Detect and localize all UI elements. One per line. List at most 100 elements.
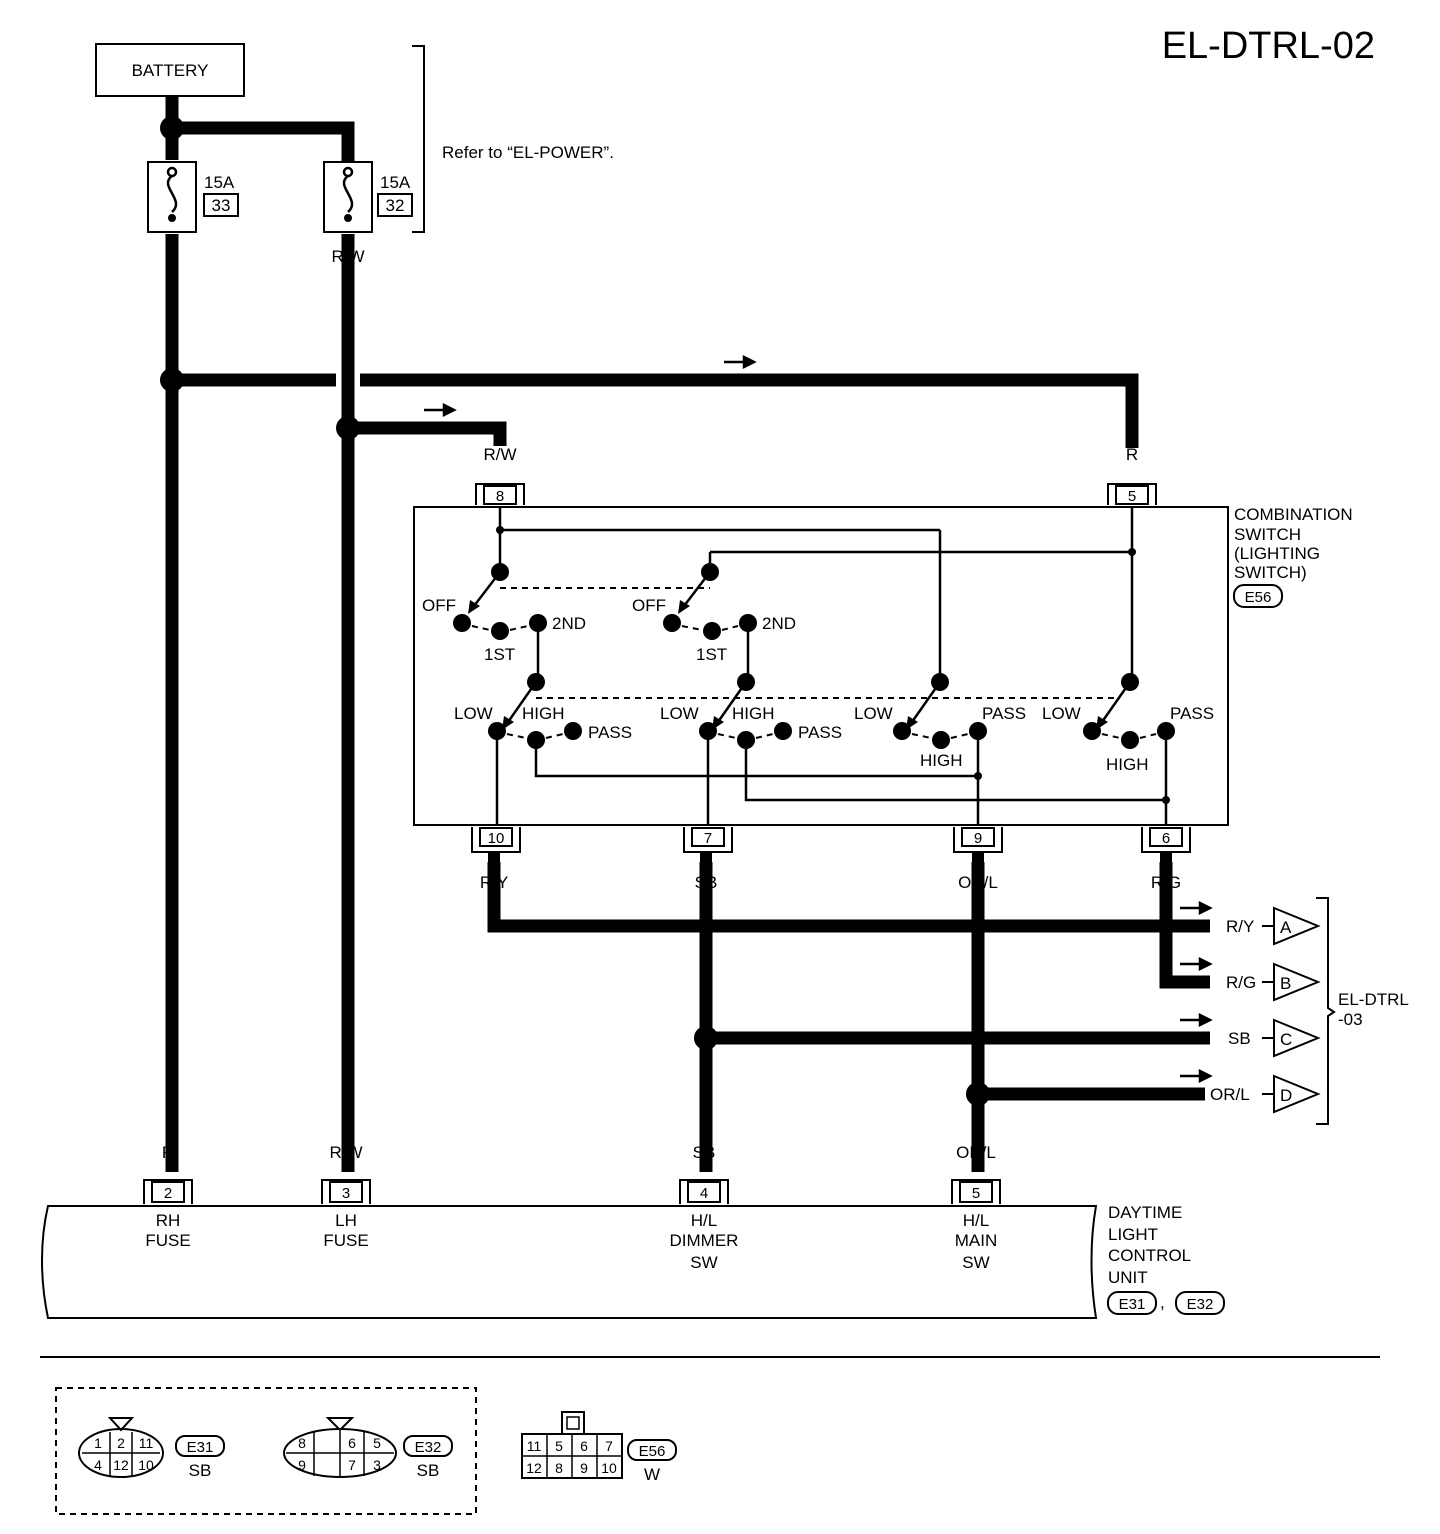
svg-text:8: 8 — [555, 1460, 563, 1476]
connector-view-e32-labels: 8 6 5 9 7 3 E32 SB — [298, 1435, 453, 1480]
svg-text:C: C — [1280, 1030, 1292, 1049]
svg-text:OR/L: OR/L — [1210, 1085, 1250, 1104]
svg-text:COMBINATION: COMBINATION — [1234, 505, 1353, 524]
svg-text:DIMMER: DIMMER — [670, 1231, 739, 1250]
svg-text:SB: SB — [695, 873, 718, 892]
svg-text:D: D — [1280, 1086, 1292, 1105]
term-5: R 5 — [1107, 445, 1157, 505]
svg-text:R/W: R/W — [329, 1143, 362, 1162]
term-6: 6 R/G — [1141, 827, 1191, 892]
svg-text:SWITCH): SWITCH) — [1234, 563, 1307, 582]
fuse-32-wire: R/W — [331, 247, 364, 266]
svg-text:6: 6 — [580, 1438, 588, 1454]
connector-view-e31-labels: 1 2 11 4 12 10 E31 SB — [94, 1435, 225, 1480]
svg-text:LOW: LOW — [660, 704, 699, 723]
svg-text:SWITCH: SWITCH — [1234, 525, 1301, 544]
svg-text:SW: SW — [962, 1253, 989, 1272]
svg-text:9: 9 — [580, 1460, 588, 1476]
svg-text:E31: E31 — [187, 1439, 214, 1456]
svg-text:SB: SB — [189, 1461, 212, 1480]
svg-text:OFF: OFF — [632, 596, 666, 615]
outputs-ref-1: EL-DTRL — [1338, 990, 1409, 1009]
unit-term-2: R 2 RH FUSE — [143, 1143, 193, 1250]
svg-text:3: 3 — [342, 1185, 350, 1202]
svg-text:OFF: OFF — [422, 596, 456, 615]
svg-text:7: 7 — [704, 830, 712, 847]
svg-text:H/L: H/L — [963, 1211, 989, 1230]
svg-text:5: 5 — [555, 1438, 563, 1454]
svg-text:2ND: 2ND — [762, 614, 796, 633]
output-A: R/Y A — [1226, 906, 1321, 946]
svg-text:10: 10 — [601, 1460, 617, 1476]
svg-text:8: 8 — [496, 488, 504, 505]
svg-text:LOW: LOW — [854, 704, 893, 723]
svg-text:FUSE: FUSE — [323, 1231, 368, 1250]
svg-text:4: 4 — [700, 1185, 708, 1202]
svg-text:R/G: R/G — [1226, 973, 1256, 992]
connector-views-frame — [55, 1387, 477, 1515]
svg-text:LOW: LOW — [454, 704, 493, 723]
connector-view-e32 — [283, 1417, 397, 1478]
fuse-32-num: 32 — [386, 196, 405, 215]
switch-position-labels: OFF 1ST 2ND OFF 1ST 2ND LOW HIGH PASS LO… — [422, 596, 1214, 774]
svg-text:UNIT: UNIT — [1108, 1268, 1148, 1287]
svg-text:R/Y: R/Y — [480, 873, 508, 892]
svg-text:FUSE: FUSE — [145, 1231, 190, 1250]
svg-text:9: 9 — [974, 830, 982, 847]
svg-text:7: 7 — [605, 1438, 613, 1454]
svg-text:2ND: 2ND — [552, 614, 586, 633]
svg-text:HIGH: HIGH — [732, 704, 775, 723]
svg-text:11: 11 — [139, 1435, 154, 1451]
svg-text:7: 7 — [348, 1457, 356, 1473]
svg-text:(LIGHTING: (LIGHTING — [1234, 544, 1320, 563]
svg-text:11: 11 — [527, 1438, 542, 1454]
svg-text:5: 5 — [972, 1185, 980, 1202]
svg-text:CONTROL: CONTROL — [1108, 1246, 1191, 1265]
svg-text:8: 8 — [298, 1435, 306, 1451]
refer-bracket — [412, 45, 425, 233]
svg-text:LH: LH — [335, 1211, 357, 1230]
battery-label: BATTERY — [132, 61, 209, 80]
connector-view-e56 — [521, 1411, 623, 1479]
svg-text:10: 10 — [488, 830, 505, 847]
svg-text:2: 2 — [164, 1185, 172, 1202]
fuse-33-wire: R — [166, 247, 178, 266]
svg-text:R/W: R/W — [483, 445, 516, 464]
combo-switch-box — [413, 506, 1229, 826]
svg-text:SW: SW — [690, 1253, 717, 1272]
combo-switch-connector: E56 — [1245, 589, 1272, 606]
thick-wires — [165, 96, 1210, 1172]
fuse-33: 15A 33 R — [147, 161, 239, 266]
svg-text:DAYTIME: DAYTIME — [1108, 1203, 1182, 1222]
unit-term-3: R/W 3 LH FUSE — [321, 1143, 371, 1250]
svg-text:R/Y: R/Y — [1226, 917, 1254, 936]
svg-text:9: 9 — [298, 1457, 306, 1473]
output-D: OR/L D — [1210, 1074, 1321, 1114]
svg-text:W: W — [644, 1465, 660, 1484]
svg-text:OR/L: OR/L — [956, 1143, 996, 1162]
refer-note: Refer to “EL-POWER”. — [442, 143, 614, 162]
svg-text:SB: SB — [1228, 1029, 1251, 1048]
svg-text:1: 1 — [94, 1435, 102, 1451]
splice-points — [160, 116, 990, 1106]
svg-text:PASS: PASS — [982, 704, 1026, 723]
term-9: 9 OR/L — [953, 827, 1003, 892]
svg-text:HIGH: HIGH — [920, 751, 963, 770]
svg-text:H/L: H/L — [691, 1211, 717, 1230]
dtrl-unit-box — [41, 1205, 1098, 1319]
connector-view-e31 — [78, 1417, 164, 1478]
svg-text:R: R — [1126, 445, 1138, 464]
svg-text:R: R — [162, 1143, 174, 1162]
term-7: 7 SB — [683, 827, 733, 892]
dtrl-unit-name: DAYTIME LIGHT CONTROL UNIT E31 , E32 — [1107, 1203, 1225, 1315]
term-10: 10 R/Y — [471, 827, 521, 892]
outputs-bracket — [1316, 897, 1336, 1125]
svg-text:HIGH: HIGH — [1106, 755, 1149, 774]
svg-text:R/G: R/G — [1151, 873, 1181, 892]
svg-text:A: A — [1280, 918, 1292, 937]
svg-text:SB: SB — [417, 1461, 440, 1480]
svg-text:6: 6 — [348, 1435, 356, 1451]
output-B: R/G B — [1226, 962, 1321, 1002]
